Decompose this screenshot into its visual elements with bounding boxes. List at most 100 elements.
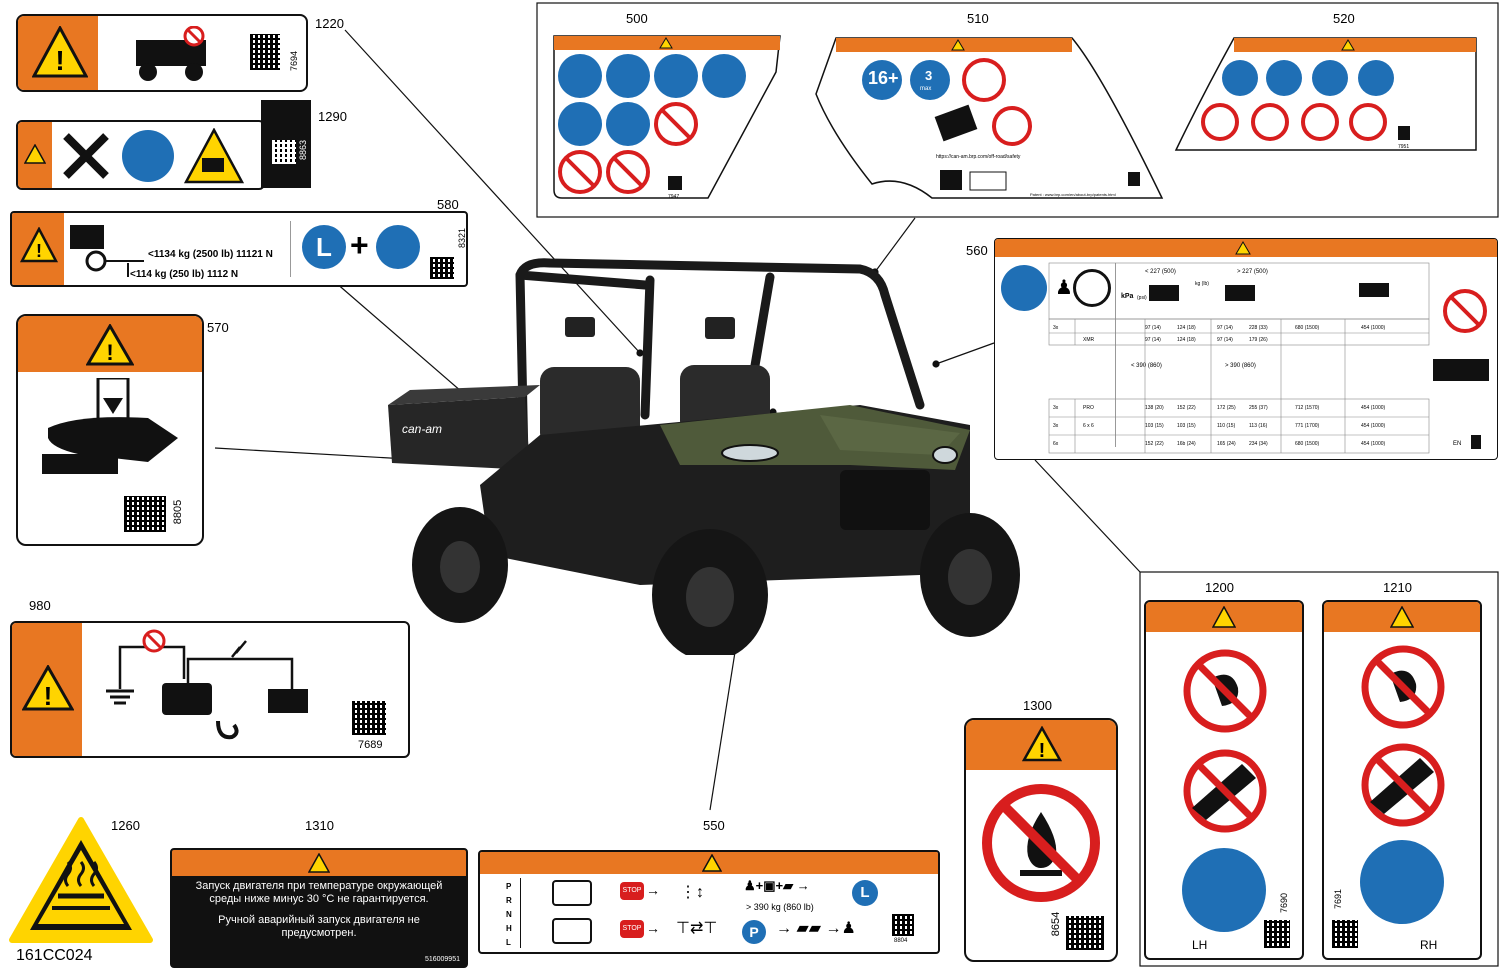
brake-pedal-icon bbox=[552, 918, 592, 944]
cell: XMR bbox=[1083, 337, 1095, 343]
side-marker: LH bbox=[1192, 938, 1208, 952]
cell: 255 (37) bbox=[1249, 405, 1268, 411]
table-header: < 390 (860) bbox=[1131, 363, 1162, 369]
cell: 179 (26) bbox=[1249, 337, 1268, 343]
read-manual-icon bbox=[1001, 265, 1047, 311]
warning-triangle-icon bbox=[1212, 606, 1236, 628]
label-code: 7691 bbox=[1333, 888, 1344, 910]
svg-text:!: ! bbox=[55, 45, 64, 76]
cell: 172 (25) bbox=[1217, 405, 1236, 411]
callout-550: 550 bbox=[703, 818, 725, 833]
callout-580: 580 bbox=[437, 197, 459, 212]
vehicle-image: can-am bbox=[388, 258, 1020, 655]
axle-icon: ⊤⇄⊤ bbox=[676, 920, 718, 937]
warning-triangle-icon bbox=[24, 144, 46, 164]
label-1220: ! 7694 bbox=[16, 14, 308, 92]
warning-triangle-icon bbox=[702, 854, 722, 872]
callout-510: 510 bbox=[967, 11, 989, 26]
label-1310: Запуск двигателя при температуре окружаю… bbox=[170, 848, 468, 968]
no-limbs-outside-icon bbox=[1361, 645, 1445, 729]
hand-crush-icon bbox=[42, 378, 178, 474]
cell: 152 (22) bbox=[1177, 405, 1196, 411]
cell: 680 (1500) bbox=[1295, 325, 1320, 331]
cell: 124 (18) bbox=[1177, 325, 1196, 331]
winch-electrical-icon bbox=[106, 629, 308, 740]
label-code: 7947 bbox=[668, 194, 679, 200]
plus-sign: + bbox=[350, 227, 369, 263]
cell: 113 (16) bbox=[1249, 423, 1268, 429]
hot-surface-icon bbox=[52, 861, 110, 910]
callout-1220: 1220 bbox=[315, 16, 344, 31]
datamatrix-code bbox=[124, 496, 166, 532]
datamatrix-code bbox=[1332, 920, 1358, 948]
table-grid bbox=[1048, 262, 1489, 454]
brand-logo: can-am bbox=[402, 422, 442, 436]
patent-text: Patent : www.brp.com/en/about-brp/patent… bbox=[1030, 192, 1116, 197]
warning-triangle-icon bbox=[308, 853, 330, 873]
label-510: 16+ 3 max https://can-am.brp.com/off-roa… bbox=[812, 34, 1172, 204]
svg-text:!: ! bbox=[106, 340, 113, 365]
arrow-icon: → bbox=[646, 920, 660, 936]
datamatrix-code bbox=[430, 257, 454, 279]
table-header: > 390 (860) bbox=[1225, 363, 1256, 369]
cell: 234 (34) bbox=[1249, 441, 1268, 447]
warning-triangle-icon: ! bbox=[32, 26, 88, 78]
label-520: 7951 bbox=[1174, 37, 1477, 151]
vehicle-descend-icon: → ▰▰ →♟ bbox=[776, 920, 856, 937]
datamatrix-code bbox=[1066, 916, 1104, 950]
callout-500: 500 bbox=[626, 11, 648, 26]
callout-980: 980 bbox=[29, 598, 51, 613]
warning-triangle-icon: ! bbox=[1022, 726, 1062, 762]
cell: 454 (1000) bbox=[1361, 441, 1386, 447]
person-icon: ♟ bbox=[1055, 277, 1073, 299]
tow-capacity-text: <1134 kg (2500 lb) 11121 N bbox=[148, 249, 273, 260]
svg-text:!: ! bbox=[1039, 740, 1046, 762]
cell: 165 (24) bbox=[1217, 441, 1236, 447]
cell: 103 (15) bbox=[1145, 423, 1164, 429]
vehicle-load-icons bbox=[1149, 283, 1389, 301]
label-code: 8805 bbox=[172, 499, 185, 525]
cell: 152 (22) bbox=[1145, 441, 1164, 447]
cell: 103 (15) bbox=[1177, 423, 1196, 429]
cell: 6x bbox=[1053, 441, 1059, 447]
label-980: ! 7689 bbox=[10, 621, 410, 758]
stop-sign-icon: STOP bbox=[620, 920, 644, 938]
cold-start-line2: среды ниже минус 30 °C не гарантируется. bbox=[209, 893, 429, 905]
use-side-nets-icon bbox=[1182, 848, 1266, 932]
table-header: < 227 (500) bbox=[1145, 269, 1176, 275]
cell: 3x bbox=[1053, 325, 1059, 331]
arrow-icon: → bbox=[646, 882, 660, 898]
callout-520: 520 bbox=[1333, 11, 1355, 26]
stop-sign-icon: STOP bbox=[620, 882, 644, 900]
vehicle-passenger-prohibited-icon bbox=[136, 26, 206, 81]
label-code: 7690 bbox=[1279, 892, 1290, 914]
label-1260 bbox=[9, 817, 153, 943]
cell: 680 (1500) bbox=[1295, 441, 1320, 447]
callout-1300: 1300 bbox=[1023, 698, 1052, 713]
label-570: ! 8805 bbox=[16, 314, 204, 546]
label-code: 7694 bbox=[289, 50, 300, 72]
label-code: 516009951 bbox=[424, 956, 460, 963]
label-500: 7947 bbox=[553, 35, 781, 200]
use-side-nets-icon bbox=[1360, 840, 1444, 924]
figure-id: 161CC024 bbox=[16, 947, 93, 964]
datamatrix-code bbox=[250, 34, 280, 70]
steering-icon bbox=[1073, 269, 1111, 307]
slow-turtle-icon bbox=[376, 225, 420, 269]
callout-1290: 1290 bbox=[318, 109, 347, 124]
cell: 3x bbox=[1053, 405, 1059, 411]
cell: 228 (33) bbox=[1249, 325, 1268, 331]
low-range-icon: L bbox=[852, 880, 878, 906]
cell: 454 (1000) bbox=[1361, 405, 1386, 411]
table-header: > 227 (500) bbox=[1237, 269, 1268, 275]
cell: 771 (1700) bbox=[1295, 423, 1320, 429]
cell: 6 x 6 bbox=[1083, 423, 1094, 429]
cold-start-line1: Запуск двигателя при температуре окружаю… bbox=[195, 880, 443, 892]
callout-1210: 1210 bbox=[1383, 580, 1412, 595]
side-marker: RH bbox=[1420, 938, 1438, 952]
cell: 97 (14) bbox=[1217, 337, 1233, 343]
manual-start-line2: предусмотрен. bbox=[281, 927, 357, 939]
label-1200: LH 7690 bbox=[1144, 600, 1304, 960]
label-580: ! <1134 kg (2500 lb) 11121 N <114 kg (25… bbox=[10, 211, 468, 287]
